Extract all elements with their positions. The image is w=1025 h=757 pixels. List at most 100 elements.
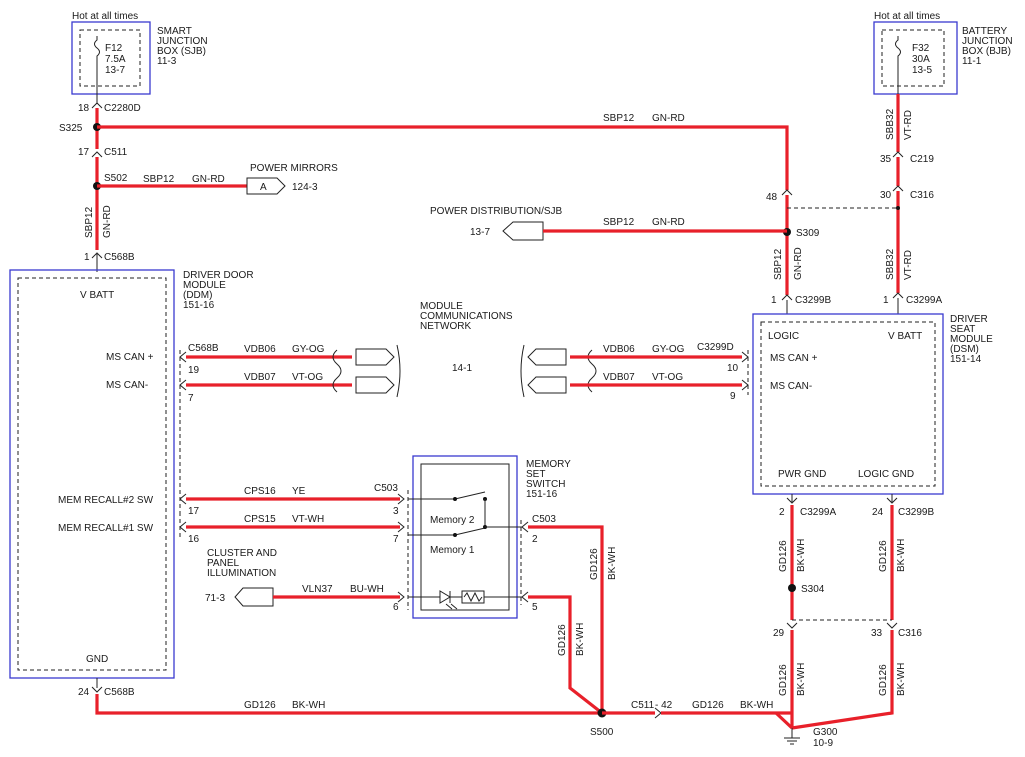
wire-gnrd-left: GN-RD: [102, 205, 113, 238]
connector-c511: C511: [104, 147, 128, 158]
connector-c219: C219: [910, 154, 934, 165]
can-plus-connector-left[interactable]: [355, 348, 395, 366]
driver-seat-module[interactable]: [752, 313, 944, 495]
sjb-fuse-ref: 13-7: [105, 65, 125, 76]
power-mirrors-connector[interactable]: [246, 177, 286, 195]
sjb-label-4: 11-3: [157, 56, 177, 67]
ddm-mscan-plus: MS CAN +: [106, 352, 154, 363]
connector-arrow-icon: [786, 622, 798, 629]
termination-resistor-icon: [332, 349, 342, 393]
pin-24-c3299b: 24: [872, 507, 884, 518]
led-icon: [439, 590, 458, 610]
switch-contact-1: [408, 527, 486, 536]
switch-memory-1: Memory 1: [430, 545, 475, 556]
ddm-mscan-minus: MS CAN-: [106, 380, 148, 391]
sjb-hot-label: Hot at all times: [72, 11, 138, 22]
connector-arrow-icon: [397, 521, 405, 533]
wire-vtrd-top: VT-RD: [903, 110, 914, 140]
can-minus-connector-right[interactable]: [527, 376, 567, 394]
connector-c503-right: C503: [532, 514, 556, 525]
ddm-vbatt: V BATT: [80, 290, 114, 301]
connector-c568b-mid: C568B: [188, 343, 219, 354]
wire-vdb07-ddm-label: VDB07: [244, 372, 276, 383]
pin-33: 33: [871, 628, 883, 639]
cluster-ref: 71-3: [205, 593, 225, 604]
wire-sbp12-dist: SBP12: [603, 217, 635, 228]
fuse-icon: [895, 36, 901, 94]
wire-gyog-dsm-label: GY-OG: [652, 344, 685, 355]
connector-arrow-icon: [741, 379, 749, 391]
dsm-dashed-outline: [760, 321, 936, 487]
pin-7-ddm: 7: [188, 393, 194, 404]
wire-vtwh-label: VT-WH: [292, 514, 324, 525]
connector-c3299b-top: C3299B: [795, 295, 831, 306]
connector-arrow-icon: [886, 622, 898, 629]
pin-42: - 42: [655, 700, 673, 711]
cluster-connector[interactable]: [234, 587, 274, 607]
pin-24-c568b: 24: [78, 687, 90, 698]
wire-gd126-logic-lower: [791, 630, 894, 730]
bjb-label-3: BOX (BJB): [962, 46, 1011, 57]
connector-c316-top: C316: [910, 190, 934, 201]
wire-sbb32-top: SBB32: [885, 108, 896, 140]
can-plus-connector-right[interactable]: [527, 348, 567, 366]
power-dist-label: POWER DISTRIBUTION/SJB: [430, 206, 563, 217]
wire-vdb06-dsm-label: VDB06: [603, 344, 635, 355]
connector-arrow-icon: [179, 493, 187, 505]
pin-1-c568b: 1: [84, 252, 90, 263]
dsm-label-5: 151-14: [950, 354, 982, 365]
pin-1-c3299a: 1: [883, 295, 889, 306]
dsm-mscan-plus: MS CAN +: [770, 353, 818, 364]
pin-10: 10: [727, 363, 739, 374]
resistor-icon: [461, 590, 485, 604]
dsm-vbatt: V BATT: [888, 331, 922, 342]
wire-sbp12-mirrors: SBP12: [143, 174, 175, 185]
power-mirrors-ref: 124-3: [292, 182, 318, 193]
pin-3: 3: [393, 506, 399, 517]
connector-c503-left: C503: [374, 483, 398, 494]
ddm-label-3: (DDM): [183, 290, 212, 301]
wire-gd126-sw5-label: GD126: [557, 624, 568, 656]
wire-gd126-logic-label: GD126: [878, 540, 889, 572]
splice-s309: S309: [796, 228, 820, 239]
wire-gnrd-dsm-label: GN-RD: [793, 247, 804, 280]
dsm-label-1: DRIVER: [950, 314, 988, 325]
wire-gd126-logic-lower-label: GD126: [878, 664, 889, 696]
dsm-pwr-gnd: PWR GND: [778, 469, 826, 480]
bjb-label-1: BATTERY: [962, 26, 1008, 37]
switch-label-4: 151-16: [526, 489, 558, 500]
connector-arrow-icon: [91, 102, 103, 109]
driver-door-module[interactable]: [9, 269, 175, 679]
connector-arrow-icon: [892, 292, 904, 299]
bjb-hot-label: Hot at all times: [874, 11, 940, 22]
splice-s502: S502: [104, 173, 128, 184]
wire-gd126-ddm-gnd: [95, 694, 602, 715]
power-dist-connector[interactable]: [502, 221, 544, 241]
cluster-label-1: CLUSTER AND: [207, 548, 277, 559]
wire-vtrd-dsm: VT-RD: [903, 250, 914, 280]
pin-2-switch: 2: [532, 534, 538, 545]
connector-arrow-icon: [786, 497, 798, 504]
connector-arrow-icon: [91, 252, 103, 259]
sjb-box: [71, 21, 151, 95]
connector-arrow-icon: [886, 497, 898, 504]
wire-sbb32-dsm: SBB32: [885, 248, 896, 280]
wire-bkwh-logic-lower-label: BK-WH: [896, 663, 907, 696]
connector-arrow-icon: [179, 521, 187, 533]
pin-18: 18: [78, 103, 90, 114]
module-net-label-2: COMMUNICATIONS: [420, 311, 513, 322]
connector-arrow-icon: [91, 686, 103, 693]
memory-set-switch[interactable]: [412, 455, 518, 619]
pin-19: 19: [188, 365, 200, 376]
splice-s304: S304: [801, 584, 825, 595]
wire-sbp12-top-label: SBP12: [603, 113, 635, 124]
connector-c2280d: C2280D: [104, 103, 141, 114]
can-minus-connector-left[interactable]: [355, 376, 395, 394]
wire-bkwh-logic-label: BK-WH: [896, 539, 907, 572]
pin-48: 48: [766, 192, 778, 203]
pin-9: 9: [730, 391, 736, 402]
connector-arrow-icon: [892, 185, 904, 192]
wire-gd126-sw2-label: GD126: [589, 548, 600, 580]
switch-inner-outline: [420, 463, 510, 611]
connector-arrow-icon: [91, 151, 103, 158]
